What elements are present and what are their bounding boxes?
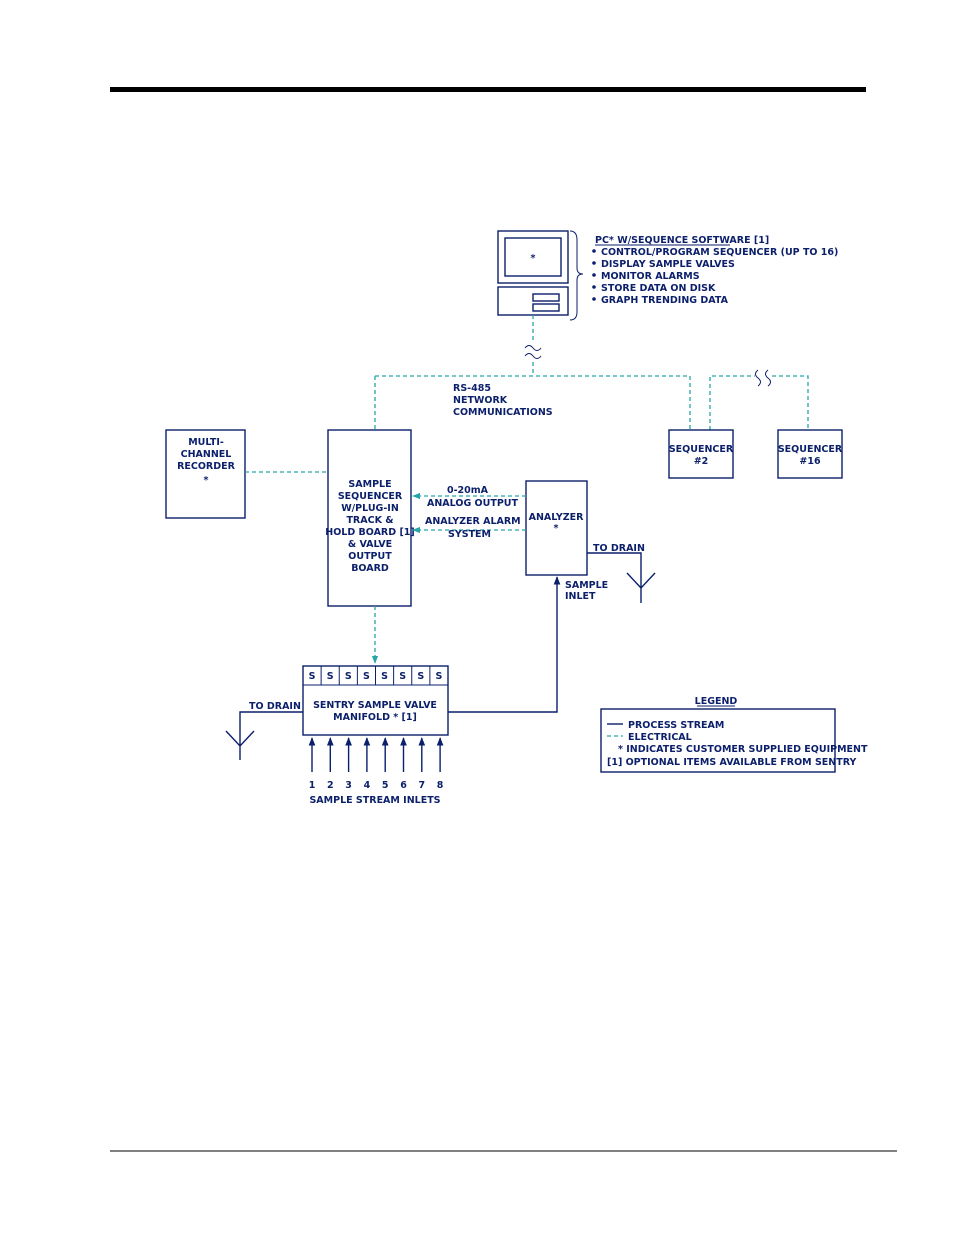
sequencer-main-box (327, 429, 412, 607)
break-icon (524, 353, 542, 359)
sequencer-main-line-3: W/PLUG-IN (341, 503, 399, 514)
recorder-line-3: RECORDER (177, 461, 236, 472)
valve-label: S (327, 671, 334, 682)
pc-screen-mark: * (531, 253, 536, 264)
break-icon (765, 369, 771, 387)
pc-feature-3: MONITOR ALARMS (601, 271, 700, 282)
bullet-icon (592, 285, 596, 289)
sequencer-16-box (777, 429, 843, 479)
analyzer-box (525, 480, 588, 576)
inlet-number: 7 (418, 780, 425, 791)
legend-item-electrical: ELECTRICAL (628, 732, 692, 743)
pc-feature-5: GRAPH TRENDING DATA (601, 295, 729, 306)
analog-output-label-2: ANALOG OUTPUT (427, 498, 518, 509)
sequencer-2-line-1: SEQUENCER (669, 444, 734, 455)
legend-item-process: PROCESS STREAM (628, 720, 724, 731)
sequencer-main-line-8: BOARD (351, 563, 389, 574)
alarm-label-1: ANALYZER ALARM (425, 516, 521, 527)
analyzer-drain-line (587, 552, 642, 577)
pc-feature-1: CONTROL/PROGRAM SEQUENCER (UP TO 16) (601, 247, 838, 258)
pc-feature-4: STORE DATA ON DISK (601, 283, 716, 294)
valve-label: S (436, 671, 443, 682)
analyzer-line-1: ANALYZER (529, 512, 584, 523)
pc-feature-list: CONTROL/PROGRAM SEQUENCER (UP TO 16) DIS… (592, 247, 838, 306)
recorder-label: MULTI- CHANNEL RECORDER * (177, 437, 236, 486)
recorder-line-4: * (204, 475, 209, 486)
sequencer-main-line-1: SAMPLE (348, 479, 391, 490)
analog-output-label-1: 0-20mA (447, 485, 489, 496)
sequencer-2-line-2: #2 (694, 456, 709, 467)
recorder-line-2: CHANNEL (181, 449, 232, 460)
valve-label: S (309, 671, 316, 682)
sequencer-2-box (668, 429, 734, 479)
recorder-box (165, 429, 246, 519)
inlet-number: 2 (327, 780, 334, 791)
valve-label: S (381, 671, 388, 682)
bullet-icon (592, 249, 596, 253)
inlet-number: 4 (364, 780, 371, 791)
bullet-icon (592, 297, 596, 301)
network-label-line-3: COMMUNICATIONS (453, 407, 553, 418)
legend-title: LEGEND (695, 696, 738, 707)
alarm-label-2: SYSTEM (448, 529, 491, 540)
sample-inlet-label-1: SAMPLE (565, 580, 608, 591)
bullet-icon (592, 261, 596, 265)
break-icon (755, 369, 761, 387)
inlet-number: 5 (382, 780, 389, 791)
drain-icon (225, 730, 255, 760)
pc-screen (504, 237, 562, 277)
sequencer-main-label: SAMPLE SEQUENCER W/PLUG-IN TRACK & HOLD … (325, 479, 415, 574)
legend-box (600, 708, 836, 773)
pc-title: PC* W/SEQUENCE SOFTWARE [1] (595, 235, 769, 246)
inlet-number: 6 (400, 780, 407, 791)
valve-label: S (417, 671, 424, 682)
bullet-icon (592, 273, 596, 277)
network-label-line-1: RS-485 (453, 383, 491, 394)
sample-inlet-label-2: INLET (565, 591, 596, 602)
header-rule (110, 87, 866, 92)
legend-item-customer: * INDICATES CUSTOMER SUPPLIED EQUIPMENT (618, 744, 868, 755)
pc-computer: * (497, 230, 584, 321)
sequencer-main-line-4: TRACK & (346, 515, 393, 526)
sequencer-main-line-5: HOLD BOARD [1] (325, 527, 415, 538)
inlets-label: SAMPLE STREAM INLETS (309, 795, 440, 806)
manifold-line-2: MANIFOLD * [1] (333, 712, 417, 723)
sequencer-main-line-7: OUTPUT (348, 551, 392, 562)
inlet-number: 3 (345, 780, 352, 791)
pc-brace (569, 230, 584, 321)
manifold-drain-label: TO DRAIN (249, 701, 301, 712)
valve-label: S (399, 671, 406, 682)
pc-drive-1 (532, 293, 560, 302)
inlet-number: 8 (437, 780, 444, 791)
drain-icon (626, 572, 656, 603)
sequencer-16-line-1: SEQUENCER (778, 444, 843, 455)
sample-inlet-line (447, 576, 561, 713)
network-wiring (374, 315, 809, 430)
valve-label: S (363, 671, 370, 682)
sequencer-16-line-2: #16 (799, 456, 821, 467)
pc-feature-2: DISPLAY SAMPLE VALVES (601, 259, 735, 270)
manifold-line-1: SENTRY SAMPLE VALVE (313, 700, 437, 711)
manifold-drain-line (239, 711, 303, 735)
analyzer-drain-label: TO DRAIN (593, 543, 645, 554)
network-label-line-2: NETWORK (453, 395, 508, 406)
valve-label: S (345, 671, 352, 682)
pc-drive-2 (532, 303, 560, 312)
break-icon (524, 345, 542, 351)
sequencer-main-line-2: SEQUENCER (338, 491, 403, 502)
inlet-number: 1 (309, 780, 316, 791)
recorder-line-1: MULTI- (188, 437, 224, 448)
network-label: RS-485 NETWORK COMMUNICATIONS (453, 383, 553, 418)
sequencer-main-line-6: & VALVE (348, 539, 392, 550)
legend-item-optional: [1] OPTIONAL ITEMS AVAILABLE FROM SENTRY (607, 757, 857, 768)
analyzer-line-2: * (554, 523, 559, 534)
